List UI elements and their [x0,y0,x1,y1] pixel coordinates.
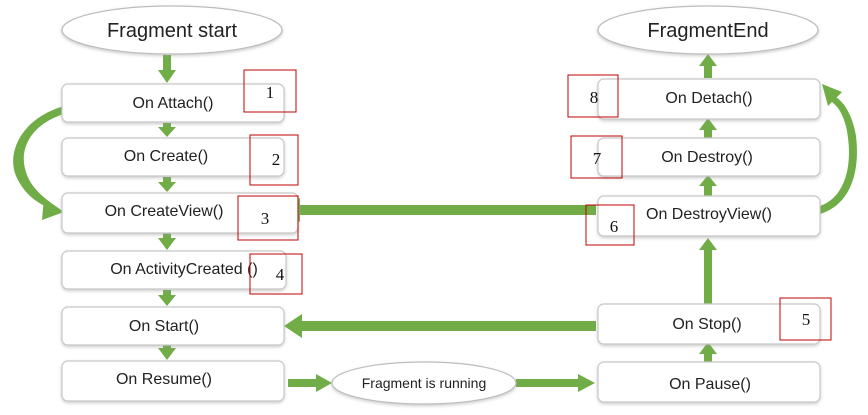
curved-arrow-destroyview-to-detach [820,84,857,214]
terminal-running: Fragment is running [331,361,517,405]
number-label-6: 6 [610,217,619,236]
number-box-3 [237,195,299,241]
box-on-createview-label: On CreateView() [105,203,224,220]
arrow-pause-to-stop [699,342,717,362]
box-on-attach: On Attach() [61,83,285,123]
number-label-1: 1 [266,83,275,102]
arrow-detach-to-end [699,54,717,78]
box-on-start-label: On Start() [129,318,199,335]
box-on-pause-label: On Pause() [669,376,751,393]
number-box-4 [249,253,303,295]
number-labels: 1 2 3 4 5 6 7 8 [261,83,811,329]
arrow-destroyview-to-createview [282,198,596,222]
number-box-1 [243,69,297,113]
number-box-2 [249,134,299,186]
terminal-start-label: Fragment start [107,20,237,42]
arrow-stop-to-start [284,314,596,338]
arrow-running-to-pause [516,374,595,392]
arrow-create-to-createview [158,177,176,192]
box-on-destroy: On Destroy() [597,137,821,177]
number-label-7: 7 [593,149,602,168]
connectors [13,54,857,392]
box-on-stop-label: On Stop() [672,316,741,333]
arrow-stop-to-destroyview [699,238,717,306]
arrow-resume-to-running [288,374,332,392]
box-on-detach: On Detach() [597,78,821,120]
arrow-start-to-attach [158,55,176,83]
box-on-pause: On Pause() [597,361,821,403]
number-box-5 [779,297,832,341]
number-markers [237,69,832,341]
box-on-destroyview-label: On DestroyView() [646,206,772,223]
box-on-start: On Start() [61,306,285,346]
number-box-8 [567,74,619,118]
arrow-activitycreated-to-start [158,290,176,306]
number-label-8: 8 [590,88,599,107]
arrow-createview-to-activitycreated [158,233,176,250]
box-on-create-label: On Create() [124,148,208,165]
number-label-3: 3 [261,209,270,228]
number-label-5: 5 [802,310,811,329]
box-on-stop: On Stop() [597,303,821,345]
terminal-start: Fragment start [61,5,283,55]
terminal-end: FragmentEnd [597,5,819,55]
number-box-6 [585,204,635,246]
box-on-detach-label: On Detach() [665,90,752,107]
box-on-create: On Create() [61,137,285,177]
arrow-destroyview-to-destroy [699,175,717,196]
box-on-resume: On Resume() [61,360,285,402]
number-label-4: 4 [276,265,285,284]
box-on-attach-label: On Attach() [133,95,214,112]
box-on-activitycreated: On ActivityCreated () [61,250,287,290]
arrow-attach-to-create [158,123,176,137]
box-on-resume-label: On Resume() [116,371,212,388]
curved-arrow-attach-to-createview [13,106,64,220]
box-on-activitycreated-label: On ActivityCreated () [110,261,258,278]
box-on-destroyview: On DestroyView() [597,195,821,237]
terminal-running-label: Fragment is running [362,375,487,391]
box-on-destroy-label: On Destroy() [661,149,753,166]
number-box-7 [570,135,623,179]
arrow-start-to-resume [158,345,176,360]
box-on-createview: On CreateView() [61,192,299,234]
number-label-2: 2 [272,150,281,169]
terminal-end-label: FragmentEnd [647,20,768,42]
arrow-destroy-to-detach [699,118,717,138]
